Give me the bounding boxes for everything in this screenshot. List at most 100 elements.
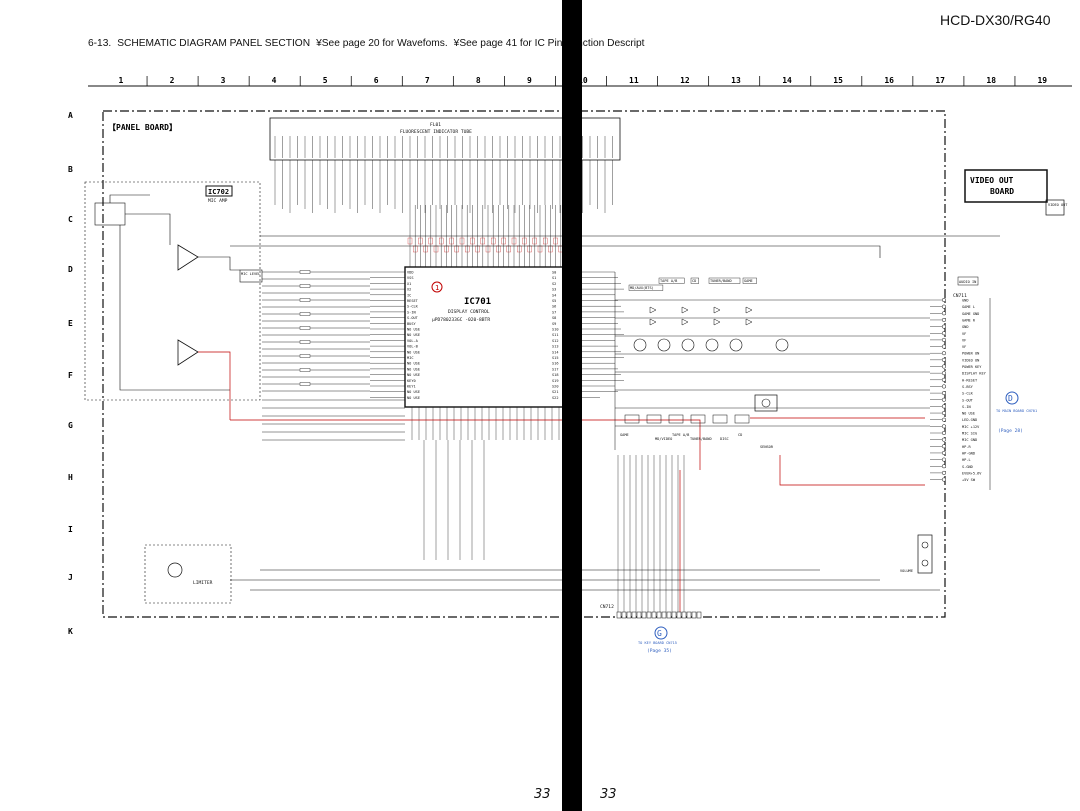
key-board-ref: TO KEY BOARD CN715 [638,641,677,645]
cn711-pin-label: GND [962,325,969,329]
row-label: D [68,265,73,274]
row-label: C [68,215,73,224]
column-label: 3 [221,76,226,85]
cn711-pin-label: VIDEO ON [962,358,979,362]
key-switch [646,414,662,424]
cn711-pin-label: POWER ON [962,352,979,356]
ic701-right-pin-name: S15 [552,356,559,360]
transistor-symbol [657,338,671,352]
led-label-box [742,277,757,284]
cn711-pin-label: VF [962,338,966,342]
wire-top-2 [230,245,881,258]
left-harness-resistor [299,270,311,274]
key-switch [712,414,728,424]
cn711-label: CN711 [953,293,967,299]
ic701-top-voltage [470,237,475,245]
key-switch [690,414,706,424]
left-harness-resistor [299,340,311,344]
cn712-pin [646,611,652,619]
cn711-pin [941,464,947,469]
key-switch-label: SENSOR [760,445,774,449]
cn711-pin-label: GAME GND [962,312,979,316]
ic701-top-voltage [418,237,423,245]
cn711-pin-label: GND [962,299,969,303]
mic-wire-b [125,213,171,245]
column-label: 19 [1037,76,1047,85]
ic701-top-voltage [491,237,496,245]
ic701-top-voltage [449,237,454,245]
volume-label: VOLUME [900,569,913,573]
cn712-label: CN712 [600,604,614,610]
connector-d-callout [1005,391,1019,405]
cn711-pin [941,437,947,442]
led-symbol [713,318,721,326]
led-label-box [658,277,685,284]
left-harness-resistor [299,354,311,358]
connector-g-label: G [657,629,662,638]
cn711-pin [941,417,947,422]
ic701-right-pin-name: S13 [552,345,559,349]
ic701-left-pin-name: VSS [407,276,414,280]
mic-jack [94,202,126,226]
left-harness-resistor [299,382,311,386]
cn711-pin-label: MIC GND [962,438,977,442]
key-switch-label: TAPE A/B [672,433,689,437]
transistor-symbol [705,338,719,352]
ic701-right-pin-name: S7 [552,310,556,314]
page-number-left: 33 [534,787,551,802]
ic701-left-pin-name: RESET [407,299,419,303]
ic701-body [404,266,566,408]
cn712-pin [661,611,667,619]
connector-d-label: D [1008,394,1013,403]
video-out-jack-box [1045,199,1065,216]
column-label: 10 [578,76,588,85]
ic701-left-pin-name: X2 [407,288,411,292]
cn711-pin-label: VF [962,332,966,336]
cn712-connector [616,611,702,619]
cn711-pin-label: H-RESET [962,378,978,382]
ic701-left-pin-name: NO USE [407,367,420,371]
cn711-pin-label: GAME R [962,318,976,322]
led-symbol [745,318,753,326]
cn712-pin [691,611,697,619]
cn711-pin [941,411,947,416]
right-harness [600,271,930,450]
mic-wire-c [119,225,230,391]
fl-name: FL01 [430,122,441,128]
column-label: 7 [425,76,430,85]
ic701-bottom-pins [411,407,560,440]
cn711-pin [941,424,947,429]
cn711-pin-label: HP-L [962,458,971,462]
cn712-pin [681,611,687,619]
led-row [633,306,789,352]
sensor-lens [761,398,771,408]
marker-1-label: 1 [435,284,439,292]
ic701-top-voltage [459,237,465,245]
cn712-pin [621,611,627,619]
cn711-pin [941,337,947,342]
ic701-top-voltage [532,237,537,245]
cn711-pin-label: POWER KEY [962,365,982,369]
row-label: A [68,111,73,120]
left-harness-resistor [299,326,311,330]
led-label-box [690,277,700,284]
ic701-left-pin-name: X1 [407,282,411,286]
column-label: 18 [986,76,996,85]
waveform-note: ¥See page 20 for Wavefoms. [316,38,448,49]
cn712-pin [656,611,662,619]
ic701-left-pin-name: KEY1 [407,385,416,389]
ic701-right-pin-name: S16 [552,362,559,366]
ic701-left-pin-name: S-CLK [407,305,419,309]
cn711-pin [941,450,947,456]
led-label-box [708,277,741,284]
led-symbol [649,318,657,326]
transistor-symbol [681,338,695,352]
ic701-top-voltage [439,237,444,245]
left-harness-resistor [299,312,311,316]
cn711-pin [941,397,947,402]
led-symbol [681,318,689,326]
ic701-top-voltage [522,237,527,245]
cn711-pin [941,304,947,309]
